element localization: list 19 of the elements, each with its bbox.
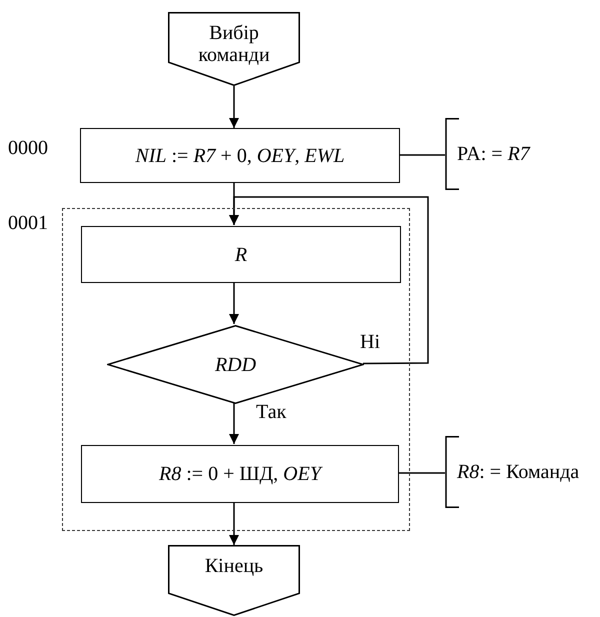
node-text: R — [234, 244, 248, 266]
process-box — [80, 128, 400, 183]
node-text: Кінець — [204, 555, 264, 577]
arrow — [229, 196, 429, 364]
offpage-connector — [168, 545, 300, 616]
dashed-frame — [62, 208, 410, 531]
arrow — [229, 502, 239, 545]
node-text: PA: = R7 — [457, 143, 530, 165]
node-text: NIL := R7 + 0, OEY, EWL — [135, 144, 345, 166]
arrow — [229, 403, 239, 444]
process-box — [81, 445, 399, 503]
process-box — [81, 226, 401, 283]
arrow — [229, 86, 239, 128]
node-text: RDD — [214, 354, 256, 376]
arrow — [229, 282, 239, 324]
offpage-connector — [168, 12, 300, 86]
node-text: R8: = Команда — [457, 461, 580, 483]
node-text: Вибір команди — [197, 22, 271, 66]
node-text: R8 := 0 + ШД, OEY — [159, 463, 321, 485]
